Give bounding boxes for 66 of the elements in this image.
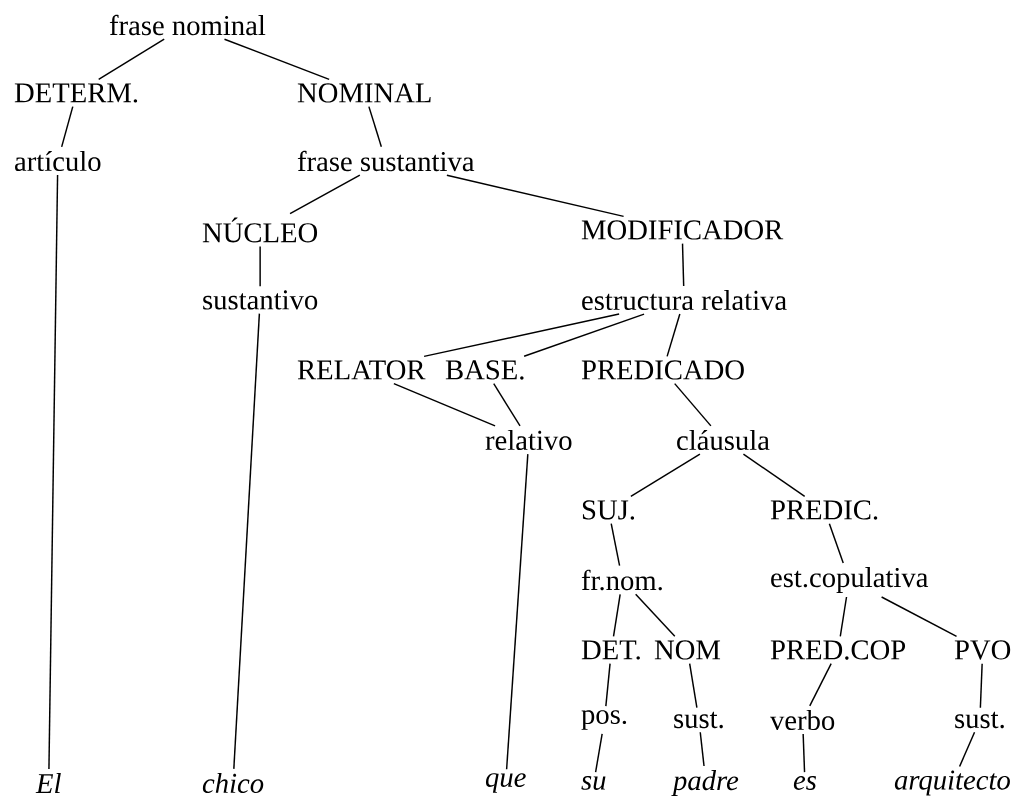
tree-branch [60, 105, 74, 148]
tree-branch [802, 733, 806, 773]
tree-branch [233, 312, 261, 770]
word-label: El [35, 773, 61, 793]
word-label: su [581, 776, 606, 790]
tree-branch [688, 662, 698, 709]
tree-label: frase nominal [109, 14, 266, 36]
tree-label: verbo [770, 709, 835, 731]
word-label: chico [202, 772, 264, 794]
tree-branch [699, 731, 705, 767]
tree-branch [634, 593, 676, 638]
tree-label: PRED.COP [770, 640, 906, 660]
tree-label: BASE. [445, 360, 524, 380]
tree-branch [880, 596, 958, 638]
tree-branch [48, 174, 59, 770]
tree-label: MODIFICADOR [581, 220, 784, 240]
tree-branch [828, 522, 844, 564]
tree-branch [393, 382, 496, 427]
tree-branch [630, 453, 701, 498]
tree-label: relativo [485, 429, 572, 451]
tree-label: NOMINAL [297, 83, 431, 103]
tree-branch [742, 453, 806, 498]
tree-branch [605, 662, 611, 707]
tree-branch [594, 733, 603, 773]
tree-branch [839, 596, 848, 638]
word-label: arquitecto [894, 770, 1010, 796]
tree-label: PREDICADO [581, 360, 744, 380]
tree-branch [610, 522, 621, 567]
tree-label: sust. [674, 711, 723, 729]
tree-label: artículo [15, 150, 101, 172]
tree-label: pos. [581, 710, 627, 730]
word-label: que [485, 773, 526, 793]
tree-label: DET. [581, 640, 640, 660]
tree-branch [673, 382, 712, 427]
tree-branch [958, 731, 976, 768]
tree-branch [368, 105, 383, 148]
tree-label: PVO [954, 640, 1011, 660]
word-label: padre [671, 770, 739, 796]
tree-label: PREDIC. [770, 500, 878, 520]
tree-branch [979, 662, 983, 709]
tree-branch [97, 38, 165, 81]
tree-branch [493, 382, 521, 427]
tree-branch [612, 593, 621, 638]
tree-label: cláusula [677, 429, 770, 451]
tree-label: DETERM. [14, 83, 138, 103]
tree-branch [666, 313, 681, 358]
tree-label: NOM [654, 640, 721, 660]
tree-branch [223, 38, 330, 81]
tree-label: SUJ. [582, 500, 635, 520]
tree-label: fr.nom. [581, 569, 662, 591]
tree-branch [681, 242, 685, 287]
tree-branch [446, 174, 625, 218]
tree-label: sust. [955, 711, 1004, 729]
tree-label: est.copulativa [771, 567, 929, 593]
tree-branch [523, 313, 645, 358]
tree-label: sustantivo [203, 290, 318, 310]
tree-branch [809, 662, 832, 707]
tree-label: NÚCLEO [202, 217, 318, 243]
tree-label: RELATOR [297, 360, 426, 380]
tree-label: frase sustantiva [297, 150, 475, 172]
tree-label: estructura relativa [582, 289, 787, 311]
word-label: es [793, 776, 816, 790]
tree-branch [289, 174, 361, 215]
tree-branch [423, 313, 620, 358]
tree-branch [259, 245, 261, 288]
tree-branch [505, 453, 529, 770]
